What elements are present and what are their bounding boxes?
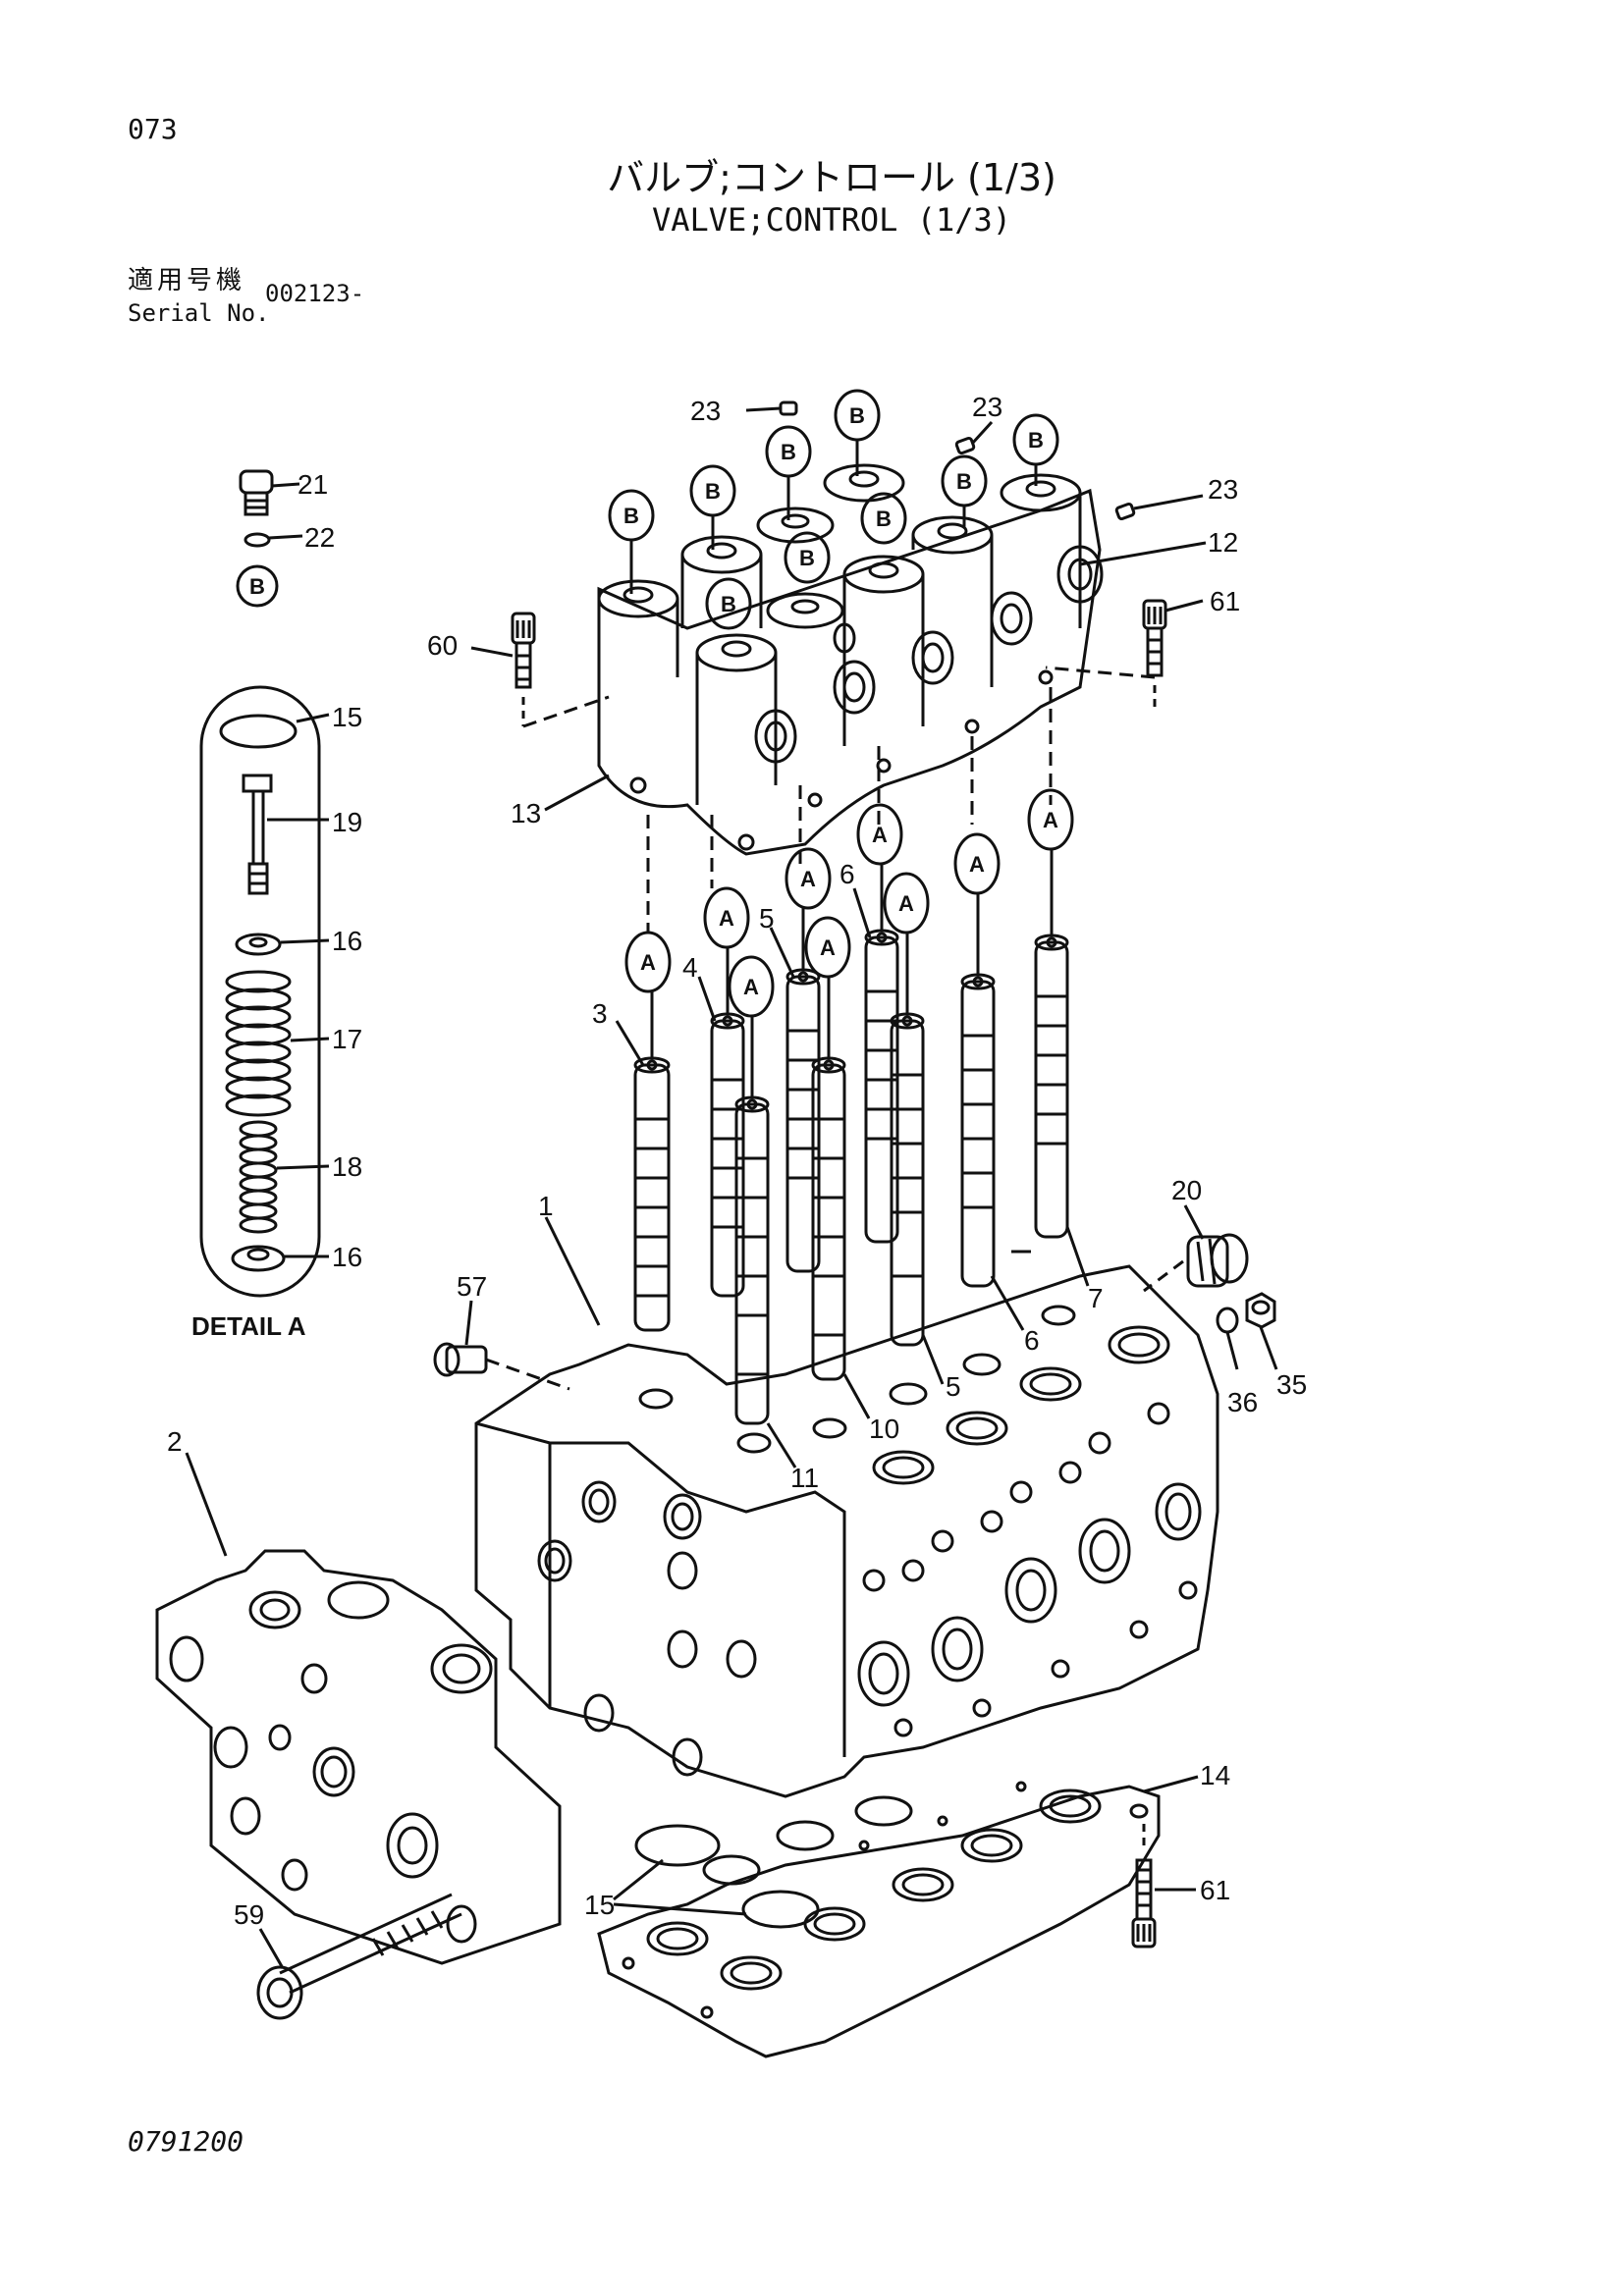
spools-group [615,687,1090,1468]
relief-plug-part [1225,1292,1278,1370]
callout-60: 60 [427,630,458,661]
bubble-b-label: B [721,592,736,616]
spring-inner-part [239,1120,278,1234]
spring-outer-part [225,970,292,1117]
bubble-a-label: A [969,852,985,877]
bubble-b-label: B [799,546,815,570]
callout-7: 7 [1088,1283,1104,1313]
callout-61-top: 61 [1210,586,1240,616]
callout-23-c: 23 [1208,474,1238,505]
callout-1: 1 [538,1191,554,1221]
callout-17: 17 [332,1024,362,1054]
callout-57: 57 [457,1271,487,1302]
callout-35: 35 [1276,1369,1307,1400]
washer-bottom-part [231,1245,286,1272]
callout-21: 21 [298,469,328,500]
detail-a-caption: DETAIL A [191,1311,306,1341]
callout-5-bottom: 5 [946,1371,961,1402]
callout-6-bottom: 6 [1024,1325,1040,1356]
callout-3: 3 [592,998,608,1029]
end-block-part [155,1452,562,1965]
callout-36: 36 [1227,1387,1258,1417]
bubble-b-label: B [956,469,972,494]
callout-14: 14 [1200,1760,1230,1790]
callout-19: 19 [332,807,362,837]
callout-12: 12 [1208,527,1238,558]
callout-23-b: 23 [972,392,1002,422]
callout-22: 22 [304,522,335,553]
callout-15-plate: 15 [584,1890,615,1920]
bubble-b-label: B [781,440,796,464]
bubble-a-label: A [872,823,888,847]
o-ring-part [219,714,298,749]
serial-number-value: 002123- [265,280,365,307]
bubble-a-label: A [800,867,816,891]
bubble-b-label: B [849,403,865,428]
title-japanese: バルブ;コントロール (1/3) [607,156,1056,199]
title-english: VALVE;CONTROL (1/3) [651,201,1012,239]
plug-o-ring-part [244,532,271,548]
serial-label-japanese: 適用号機 [128,266,246,295]
poppet-part [242,774,273,895]
callout-13: 13 [511,798,541,828]
cap-screw-left-part [470,612,610,728]
callout-6-top: 6 [839,859,855,889]
bubble-a-label: A [743,975,759,999]
bubble-a-label: A [820,935,836,960]
bubble-a-label: A [640,950,656,975]
valve-body-part [474,1216,1219,1798]
plug-part [239,469,300,516]
tie-bolt-part [256,1893,462,2020]
callout-59: 59 [234,1899,264,1930]
callout-16-top: 16 [332,926,362,956]
bubble-a-label: A [898,891,914,916]
callout-11: 11 [790,1463,819,1493]
relief-o-ring-part [1216,1307,1239,1334]
detail-a-group [199,685,330,1298]
bubble-b-label: B [1028,428,1044,453]
plate-o-ring-part-2 [741,1890,820,1929]
bubbles-b-group [608,389,1059,630]
callout-23-a: 23 [690,396,721,426]
bubble-b-left [236,564,279,608]
bubble-a-label: A [719,906,734,931]
callout-4: 4 [682,952,698,983]
bottom-plate-part [597,1775,1199,2058]
callout-61-bottom: 61 [1200,1875,1230,1905]
callout-2: 2 [167,1426,183,1457]
callout-5-top: 5 [759,903,775,934]
bubble-a-label: A [1043,808,1058,832]
plate-o-ring-part [634,1824,721,1867]
bubble-b-label: B [249,574,265,599]
callout-20: 20 [1171,1175,1202,1205]
callout-18: 18 [332,1151,362,1182]
callout-10: 10 [869,1414,899,1444]
bubble-b-label: B [705,479,721,504]
cap-screw-bottom-part [1131,1821,1196,1949]
bubble-b-label: B [623,504,639,528]
page-number: 073 [128,113,178,145]
plug-57-part [433,1300,570,1391]
callout-16-bottom: 16 [332,1242,362,1272]
top-cap-part [597,463,1104,856]
document-code: 0791200 [128,2125,244,2158]
washer-part [235,933,282,956]
bubble-b-label: B [876,507,892,531]
cap-screw-right-top-part [1045,599,1204,712]
callout-15-detail: 15 [332,702,362,732]
detail-a-frame [199,685,321,1298]
serial-label-english: Serial No. [128,299,270,327]
relief-valve-part [1143,1204,1249,1293]
set-screw-group [745,400,1204,521]
